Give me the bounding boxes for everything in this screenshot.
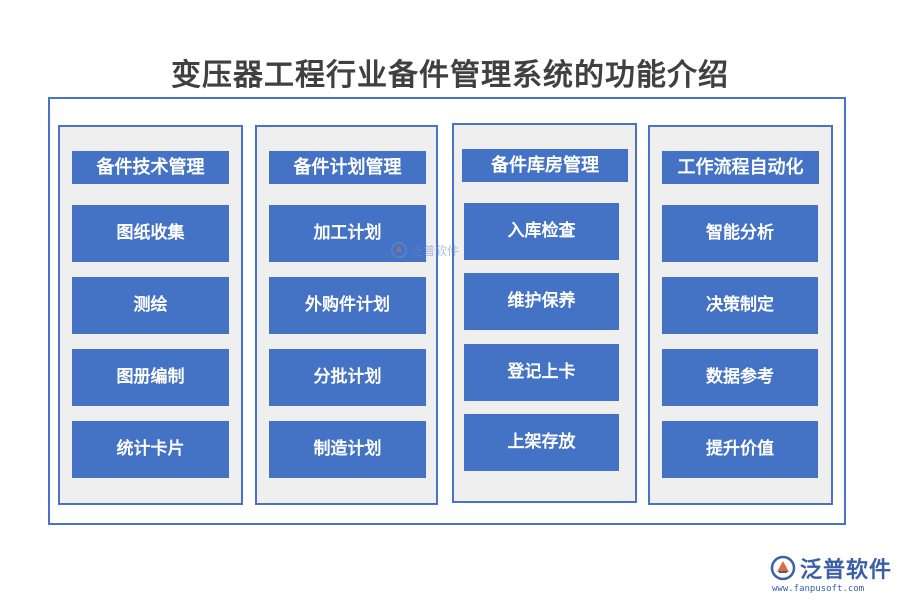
fanpu-logo-icon [390, 241, 408, 259]
column-header: 工作流程自动化 [662, 151, 819, 184]
function-box: 图册编制 [72, 349, 229, 406]
function-box: 智能分析 [662, 205, 818, 262]
function-box: 分批计划 [269, 349, 426, 406]
watermark-text: 泛普软件 [411, 243, 460, 258]
function-box: 决策制定 [662, 277, 818, 334]
function-box: 入库检查 [464, 203, 619, 260]
function-box: 加工计划 [269, 205, 426, 262]
function-box: 图纸收集 [72, 205, 229, 262]
fanpu-logo-icon [770, 555, 796, 581]
function-box: 制造计划 [269, 421, 426, 478]
logo-url: www.fanpusoft.com [772, 584, 865, 594]
function-box: 外购件计划 [269, 277, 426, 334]
function-box: 提升价值 [662, 421, 818, 478]
logo-name: 泛普软件 [800, 558, 893, 583]
function-box: 登记上卡 [464, 344, 619, 401]
function-box: 数据参考 [662, 349, 818, 406]
function-box: 上架存放 [464, 414, 619, 471]
column-header: 备件计划管理 [269, 151, 426, 184]
column-header: 备件库房管理 [462, 149, 628, 182]
watermark: 泛普软件 [390, 240, 459, 260]
function-box: 测绘 [72, 277, 229, 334]
function-box: 统计卡片 [72, 421, 229, 478]
page-title: 变压器工程行业备件管理系统的功能介绍 [171, 58, 729, 93]
brand-logo: 泛普软件 www.fanpusoft.com [770, 552, 895, 596]
column-header: 备件技术管理 [72, 151, 229, 184]
function-box: 维护保养 [464, 273, 619, 330]
